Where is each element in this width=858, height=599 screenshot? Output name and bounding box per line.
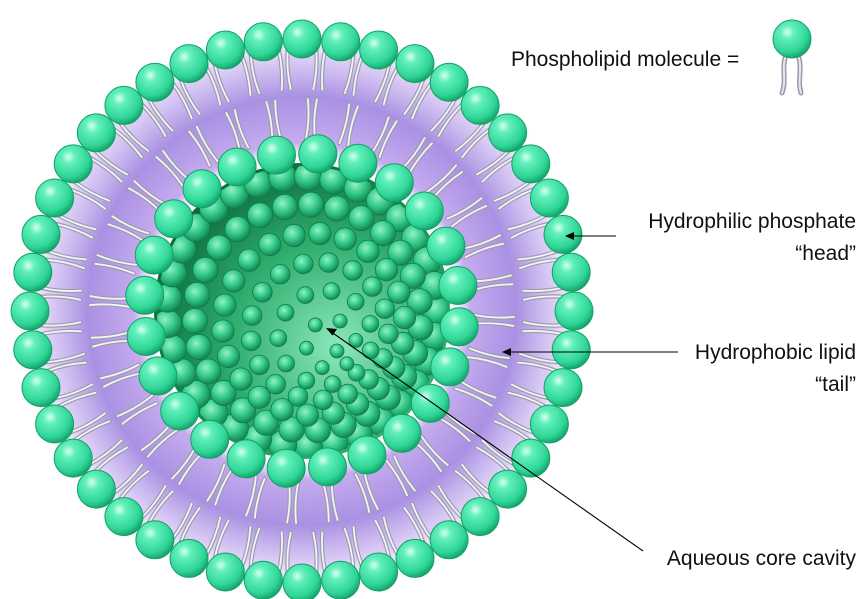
- phospholipid-molecule-icon: [773, 20, 811, 93]
- head-label-line1: Hydrophilic phosphate: [648, 210, 856, 233]
- core-label: Aqueous core cavity: [667, 547, 857, 570]
- head-label-line2: “head”: [795, 242, 856, 265]
- tail-label-line2: “tail”: [815, 373, 856, 396]
- legend-label: Phospholipid molecule =: [511, 48, 739, 71]
- head-leader-line: [565, 232, 616, 240]
- tail-label-line1: Hydrophobic lipid: [695, 341, 856, 364]
